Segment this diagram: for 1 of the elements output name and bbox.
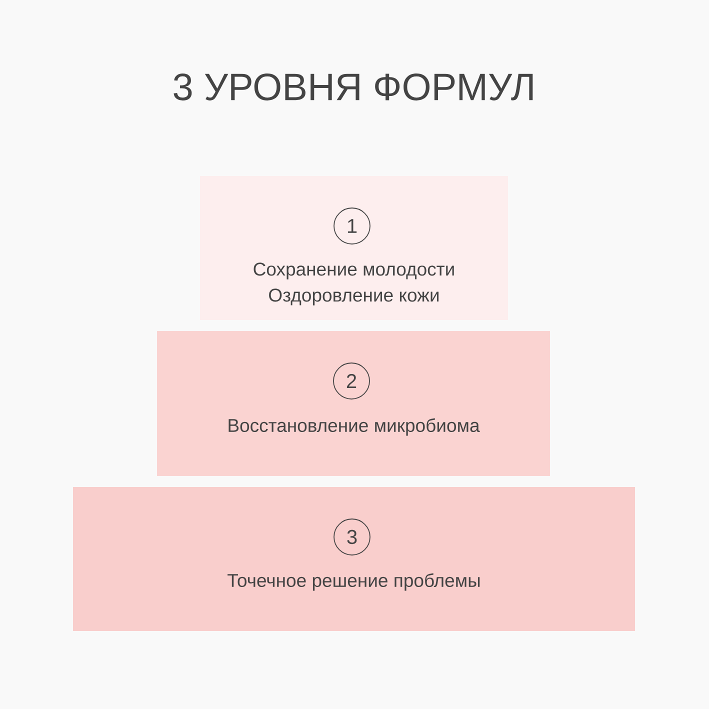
title: 3 УРОВНЯ ФОРМУЛ xyxy=(174,74,533,100)
